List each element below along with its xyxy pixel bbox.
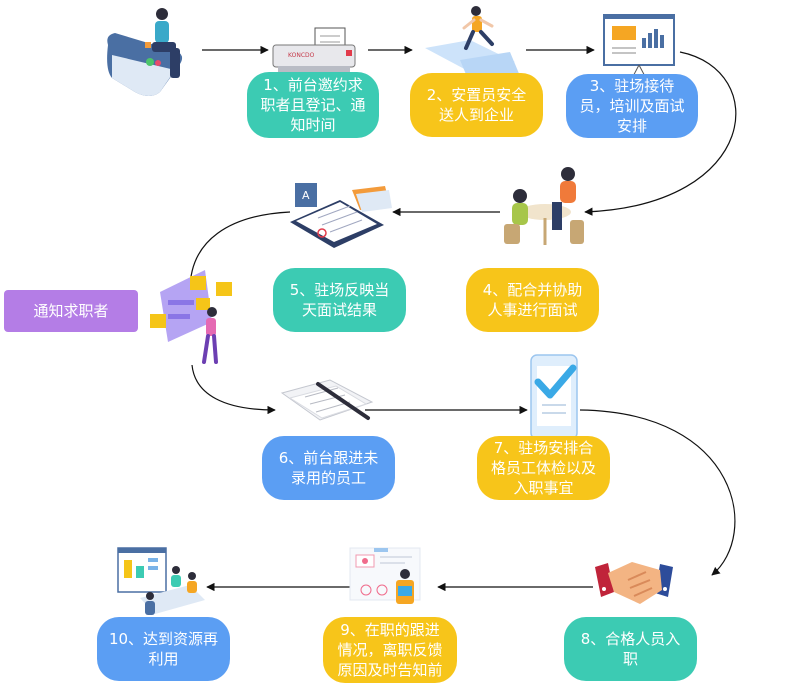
- step-6-node: 6、前台跟进未录用的员工: [262, 436, 395, 500]
- printer-icon: KONCDO: [272, 27, 356, 72]
- step-1-node: 1、前台邀约求职者且登记、通知时间: [247, 72, 379, 138]
- arrow-note-6: [191, 364, 276, 415]
- step-8-node: 8、合格人员入职: [564, 617, 697, 681]
- arrow-7-8: [579, 409, 736, 576]
- notify-seeker-note: 通知求职者: [4, 290, 138, 332]
- job-tracking-icon: [349, 547, 421, 604]
- meeting-screen-icon: [117, 547, 205, 615]
- step-4-node: 4、配合并协助人事进行面试: [466, 268, 599, 332]
- step-7-node: 7、驻场安排合格员工体检以及入职事宜: [477, 436, 610, 500]
- arrow-3-4: [584, 51, 737, 216]
- reception-desk-icon: [107, 8, 183, 96]
- board-person-icon: [150, 270, 232, 364]
- step-2-node: 2、安置员安全送人到企业: [410, 73, 543, 137]
- step-9-node: 9、在职的跟进情况，离职反馈原因及时告知前: [323, 617, 457, 683]
- connectors: [185, 45, 737, 592]
- handshake-icon: [595, 562, 673, 604]
- svg-text:A: A: [302, 189, 310, 202]
- step-10-node: 10、达到资源再利用: [97, 617, 230, 681]
- printer-brand: KONCDO: [288, 52, 315, 59]
- presentation-board-icon: [603, 14, 675, 83]
- phone-check-icon: [530, 354, 578, 440]
- step-3-node: 3、驻场接待员，培训及面试安排: [566, 74, 698, 138]
- arrow-5-note: [185, 211, 291, 291]
- tablet-document-icon: A: [290, 183, 392, 248]
- interview-table-icon: [504, 167, 584, 245]
- step-5-node: 5、驻场反映当天面试结果: [273, 268, 406, 332]
- paper-pen-icon: [280, 379, 374, 421]
